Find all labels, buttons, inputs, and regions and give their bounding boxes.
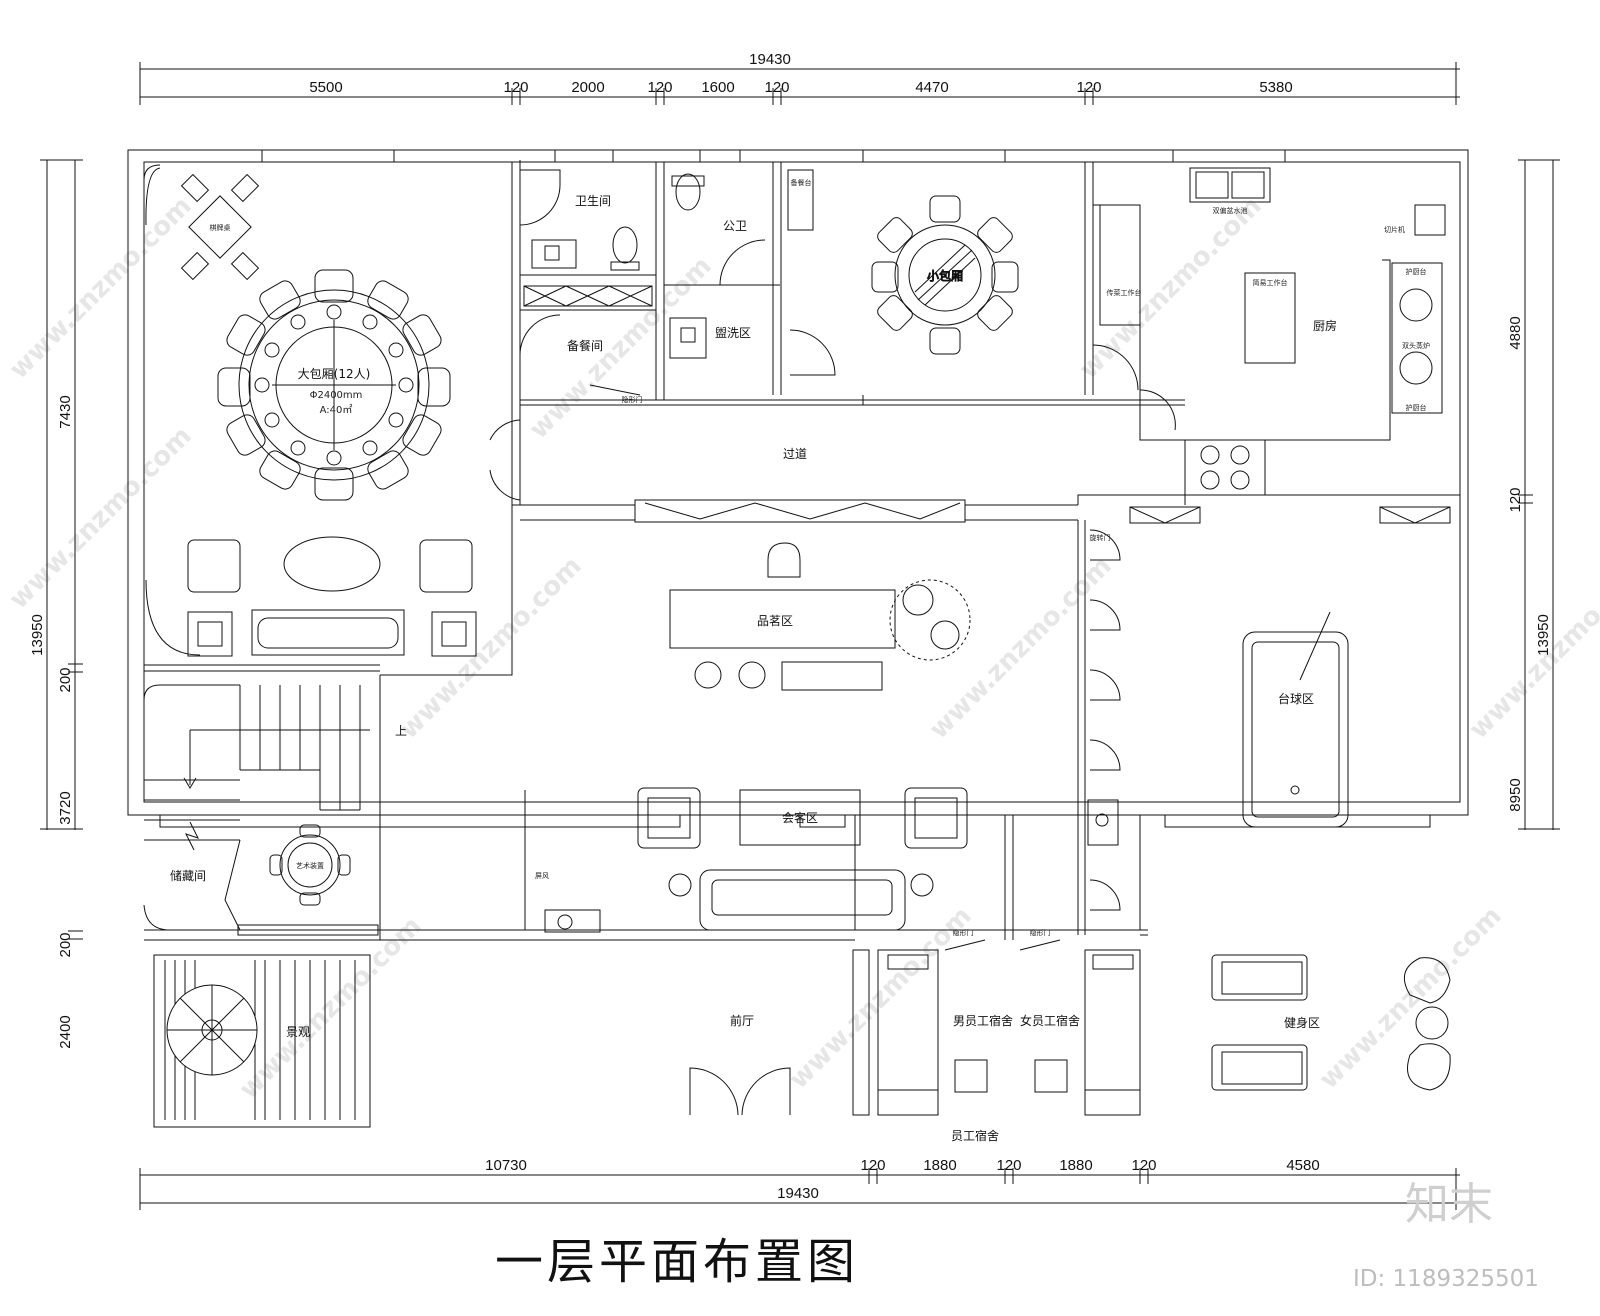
svg-text:www.znzmo.com: www.znzmo.com	[394, 551, 588, 745]
svg-text:www.znzmo.com: www.znzmo.com	[4, 421, 198, 615]
toilet-label: 卫生间	[575, 194, 611, 208]
dim-top-total: 19430	[749, 51, 791, 68]
dim-left-1: 200	[57, 667, 74, 692]
dim-left-3: 200	[57, 932, 74, 957]
prep-table-label: 传菜工作台	[1107, 288, 1142, 297]
big-private-dia: Φ2400mm	[310, 390, 363, 401]
dim-top-0: 5500	[309, 79, 342, 96]
dim-right-2: 8950	[1507, 778, 1524, 811]
dim-left-2: 3720	[57, 791, 74, 824]
hidden-door-left: 隐形门	[953, 928, 974, 937]
dim-bottom-2: 1880	[923, 1157, 956, 1174]
big-private-room: 棋牌桌	[143, 164, 477, 657]
art-display-label: 艺术装置	[296, 861, 324, 870]
storage-label: 储藏间	[170, 868, 206, 883]
dim-bottom-4: 1880	[1059, 1157, 1092, 1174]
public-wc-label: 公卫	[723, 219, 747, 233]
dim-top-1: 120	[503, 79, 528, 96]
dim-bottom-1: 120	[860, 1157, 885, 1174]
svg-text:www.znzmo.com: www.znzmo.com	[1074, 191, 1268, 385]
exterior-walls	[127, 149, 1469, 828]
male-dorm-label: 男员工宿舍	[953, 1013, 1013, 1028]
dim-bottom-3: 120	[996, 1157, 1021, 1174]
dim-left-0: 7430	[57, 395, 74, 428]
right-dimensions: 4880 120 13950 8950	[1507, 159, 1560, 830]
svg-text:www.znzmo.com: www.znzmo.com	[524, 251, 718, 445]
simple-table-label: 简易工作台	[1253, 278, 1288, 287]
svg-text:www.znzmo.com: www.znzmo.com	[1464, 551, 1600, 745]
service-rooms: 卫生间 备餐间 隐形门 公卫 盥洗区 备餐台	[519, 169, 836, 404]
tea-area: 品茗区	[669, 542, 971, 691]
kitchen: 双偏盆水池 传菜工作台 简易工作台 厨房 护厨台 双头蒸炉 护厨台 切片机	[1099, 167, 1446, 496]
svg-text:www.znzmo.com: www.znzmo.com	[1314, 901, 1508, 1095]
hidden-door-label: 隐形门	[622, 395, 643, 404]
dim-left-outer: 13950	[29, 614, 46, 656]
koi-garden-label: 景观	[286, 1025, 310, 1039]
cut-machine-label: 切片机	[1384, 225, 1405, 234]
dim-right-0: 4880	[1507, 316, 1524, 349]
lounge-set	[187, 536, 477, 657]
washroom-label: 盥洗区	[715, 326, 751, 340]
dim-top-7: 120	[1076, 79, 1101, 96]
guard-counter-top: 护厨台	[1406, 267, 1427, 276]
dim-right-outer: 13950	[1535, 614, 1552, 656]
reception-area: 会客区 屏风	[524, 787, 968, 933]
big-private-label: 大包厢(12人)	[298, 367, 371, 381]
lobby	[689, 1067, 791, 1116]
female-dorm-label: 女员工宿舍	[1020, 1013, 1080, 1028]
double-sink-label: 双偏盆水池	[1213, 206, 1248, 215]
corridor-label: 过道	[783, 447, 807, 461]
svg-text:www.znzmo.com: www.znzmo.com	[924, 551, 1118, 745]
chess-table: 棋牌桌	[180, 173, 260, 281]
serving-room-label: 备餐间	[567, 338, 603, 353]
dim-top-2: 2000	[571, 79, 604, 96]
dim-bottom-0: 10730	[485, 1157, 527, 1174]
svg-text:www.znzmo.com: www.znzmo.com	[4, 191, 198, 385]
asset-id-label: ID: 1189325501	[1353, 1266, 1539, 1292]
dim-bottom-5: 120	[1131, 1157, 1156, 1174]
round-dining-table: 大包厢(12人) Φ2400mm A:40㎡	[217, 269, 451, 501]
dim-top-6: 4470	[915, 79, 948, 96]
koi-garden	[153, 954, 371, 1128]
page-title: 一层平面布置图	[495, 1234, 860, 1290]
dim-top-8: 5380	[1259, 79, 1292, 96]
gym-label: 健身区	[1284, 1015, 1320, 1030]
double-stove-label: 双头蒸炉	[1402, 341, 1430, 350]
brand-watermark: 知末	[1405, 1179, 1493, 1230]
staff-dorm-label: 员工宿舍	[951, 1128, 999, 1143]
dim-top-4: 1600	[701, 79, 734, 96]
tea-area-label: 品茗区	[757, 614, 793, 628]
big-private-area: A:40㎡	[320, 404, 353, 416]
gym-area	[1211, 954, 1451, 1091]
stair-storage	[143, 684, 379, 936]
billiards-area	[1087, 529, 1349, 911]
staff-dorms	[852, 939, 1141, 1116]
reception-label: 会客区	[782, 810, 818, 825]
revolving-door-label: 旋转门	[1090, 533, 1111, 542]
dim-right-1: 120	[1507, 487, 1524, 512]
dim-bottom-6: 4580	[1286, 1157, 1319, 1174]
guard-counter-bottom: 护厨台	[1406, 403, 1427, 412]
small-private-room: 小包厢	[871, 195, 1139, 391]
corridor: 过道	[489, 389, 1451, 524]
top-dimensions: 19430 5500 120 2000 120 1600 120 4470 12…	[139, 51, 1460, 105]
small-private-label: 小包厢	[927, 269, 963, 283]
serving-counter-label: 备餐台	[791, 178, 812, 187]
dim-top-3: 120	[647, 79, 672, 96]
left-dimensions: 13950 7430 200 3720 200 2400	[29, 159, 83, 1049]
screen-label: 屏风	[535, 872, 549, 880]
interior-walls	[144, 160, 1460, 941]
up-label: 上	[395, 724, 407, 738]
dim-left-4: 2400	[57, 1015, 74, 1048]
chess-table-label: 棋牌桌	[210, 223, 231, 232]
bottom-dimensions: 10730 120 1880 120 1880 120 4580 19430	[139, 1157, 1460, 1210]
dim-bottom-total: 19430	[777, 1185, 819, 1202]
kitchen-label: 厨房	[1313, 318, 1337, 333]
dim-top-5: 120	[764, 79, 789, 96]
hidden-door-right: 隐形门	[1030, 928, 1051, 937]
lobby-label: 前厅	[730, 1013, 754, 1028]
billiards-label: 台球区	[1278, 691, 1314, 706]
